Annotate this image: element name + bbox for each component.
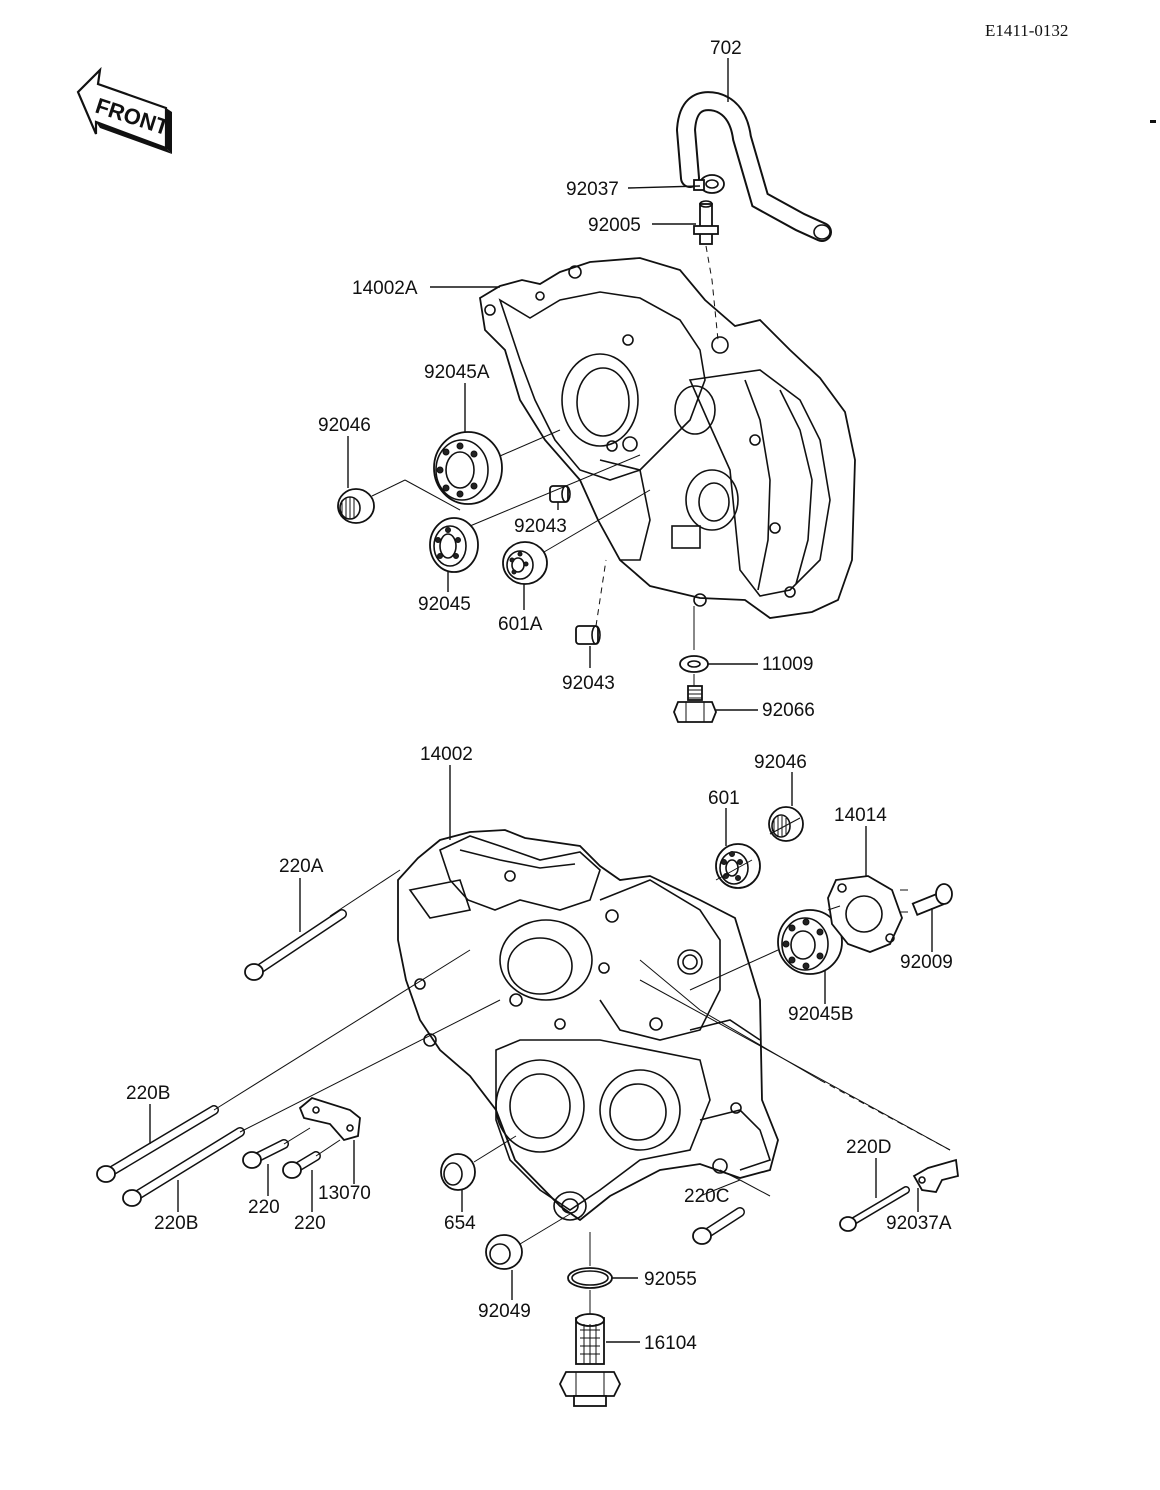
callout-16104: 16104 <box>644 1333 697 1354</box>
hose-clamp-92037 <box>693 174 725 194</box>
o-ring-92055 <box>567 1267 613 1289</box>
dowel-pin-92043-upper <box>549 485 571 503</box>
edge-mark <box>1150 120 1156 123</box>
callout-220b-upper: 220B <box>126 1083 170 1104</box>
callout-92037a: 92037A <box>886 1213 952 1234</box>
callout-13070: 13070 <box>318 1183 371 1204</box>
oil-seal-92049 <box>485 1234 523 1270</box>
retainer-plate-14014 <box>827 875 903 953</box>
callout-92045: 92045 <box>418 594 471 615</box>
callout-14014: 14014 <box>834 805 887 826</box>
bolt-220b-lower <box>122 1127 245 1207</box>
callout-92066: 92066 <box>762 700 815 721</box>
bolt-220b-upper <box>96 1105 219 1183</box>
document-code: E1411-0132 <box>985 21 1068 40</box>
callout-220d: 220D <box>846 1137 891 1158</box>
callout-92045b: 92045B <box>788 1004 854 1025</box>
breather-fitting-92005 <box>693 200 719 245</box>
collar-654 <box>440 1153 476 1191</box>
bracket-13070 <box>298 1096 361 1142</box>
lower-leaders <box>149 765 951 1343</box>
callout-92045a: 92045A <box>424 362 490 383</box>
callout-11009: 11009 <box>762 654 813 675</box>
bolt-220-b <box>282 1151 321 1179</box>
callout-220-b: 220 <box>294 1213 326 1234</box>
callout-92043-lower: 92043 <box>562 673 615 694</box>
bolt-220a <box>244 909 347 981</box>
upper-crankcase-14002a <box>479 257 856 619</box>
leader-dash <box>705 245 719 341</box>
front-arrow-icon: FRONT <box>76 66 173 154</box>
callout-92049: 92049 <box>478 1301 531 1322</box>
callout-92055: 92055 <box>644 1269 697 1290</box>
needle-bearing-92046 <box>337 488 375 524</box>
callout-220b-lower: 220B <box>154 1213 198 1234</box>
bearing-92045b <box>777 909 843 975</box>
bolt-220-a <box>242 1139 289 1169</box>
callout-601a: 601A <box>498 614 543 635</box>
callout-654: 654 <box>444 1213 476 1234</box>
callout-14002a: 14002A <box>352 278 418 299</box>
callout-92046-lower: 92046 <box>754 752 807 773</box>
dowel-pin-92043-lower <box>575 625 601 645</box>
upper-leaders <box>347 58 758 711</box>
callout-92037: 92037 <box>566 179 619 200</box>
needle-bearing-92046-lower <box>768 806 804 842</box>
washer-11009 <box>679 655 709 673</box>
callout-702: 702 <box>710 38 742 59</box>
callout-92046-upper: 92046 <box>318 415 371 436</box>
oil-filter-screen-16104 <box>558 1313 622 1407</box>
callout-92009: 92009 <box>900 952 953 973</box>
callout-14002: 14002 <box>420 744 473 765</box>
callout-601: 601 <box>708 788 740 809</box>
bolt-220c <box>692 1207 745 1245</box>
drain-plug-92066 <box>673 685 717 723</box>
lower-crankcase-14002 <box>397 829 779 1222</box>
screw-92009 <box>911 883 953 916</box>
callout-220-a: 220 <box>248 1197 280 1218</box>
bearing-601 <box>715 843 761 889</box>
callout-220a: 220A <box>279 856 324 877</box>
bearing-92045a <box>433 431 503 505</box>
callout-92043-upper: 92043 <box>514 516 567 537</box>
clamp-92037a <box>912 1158 959 1193</box>
bolt-220d <box>839 1186 910 1232</box>
breather-hose-702 <box>675 91 832 242</box>
callout-92005: 92005 <box>588 215 641 236</box>
bearing-601a <box>502 541 548 585</box>
bearing-92045 <box>429 517 479 573</box>
callout-220c: 220C <box>684 1186 729 1207</box>
